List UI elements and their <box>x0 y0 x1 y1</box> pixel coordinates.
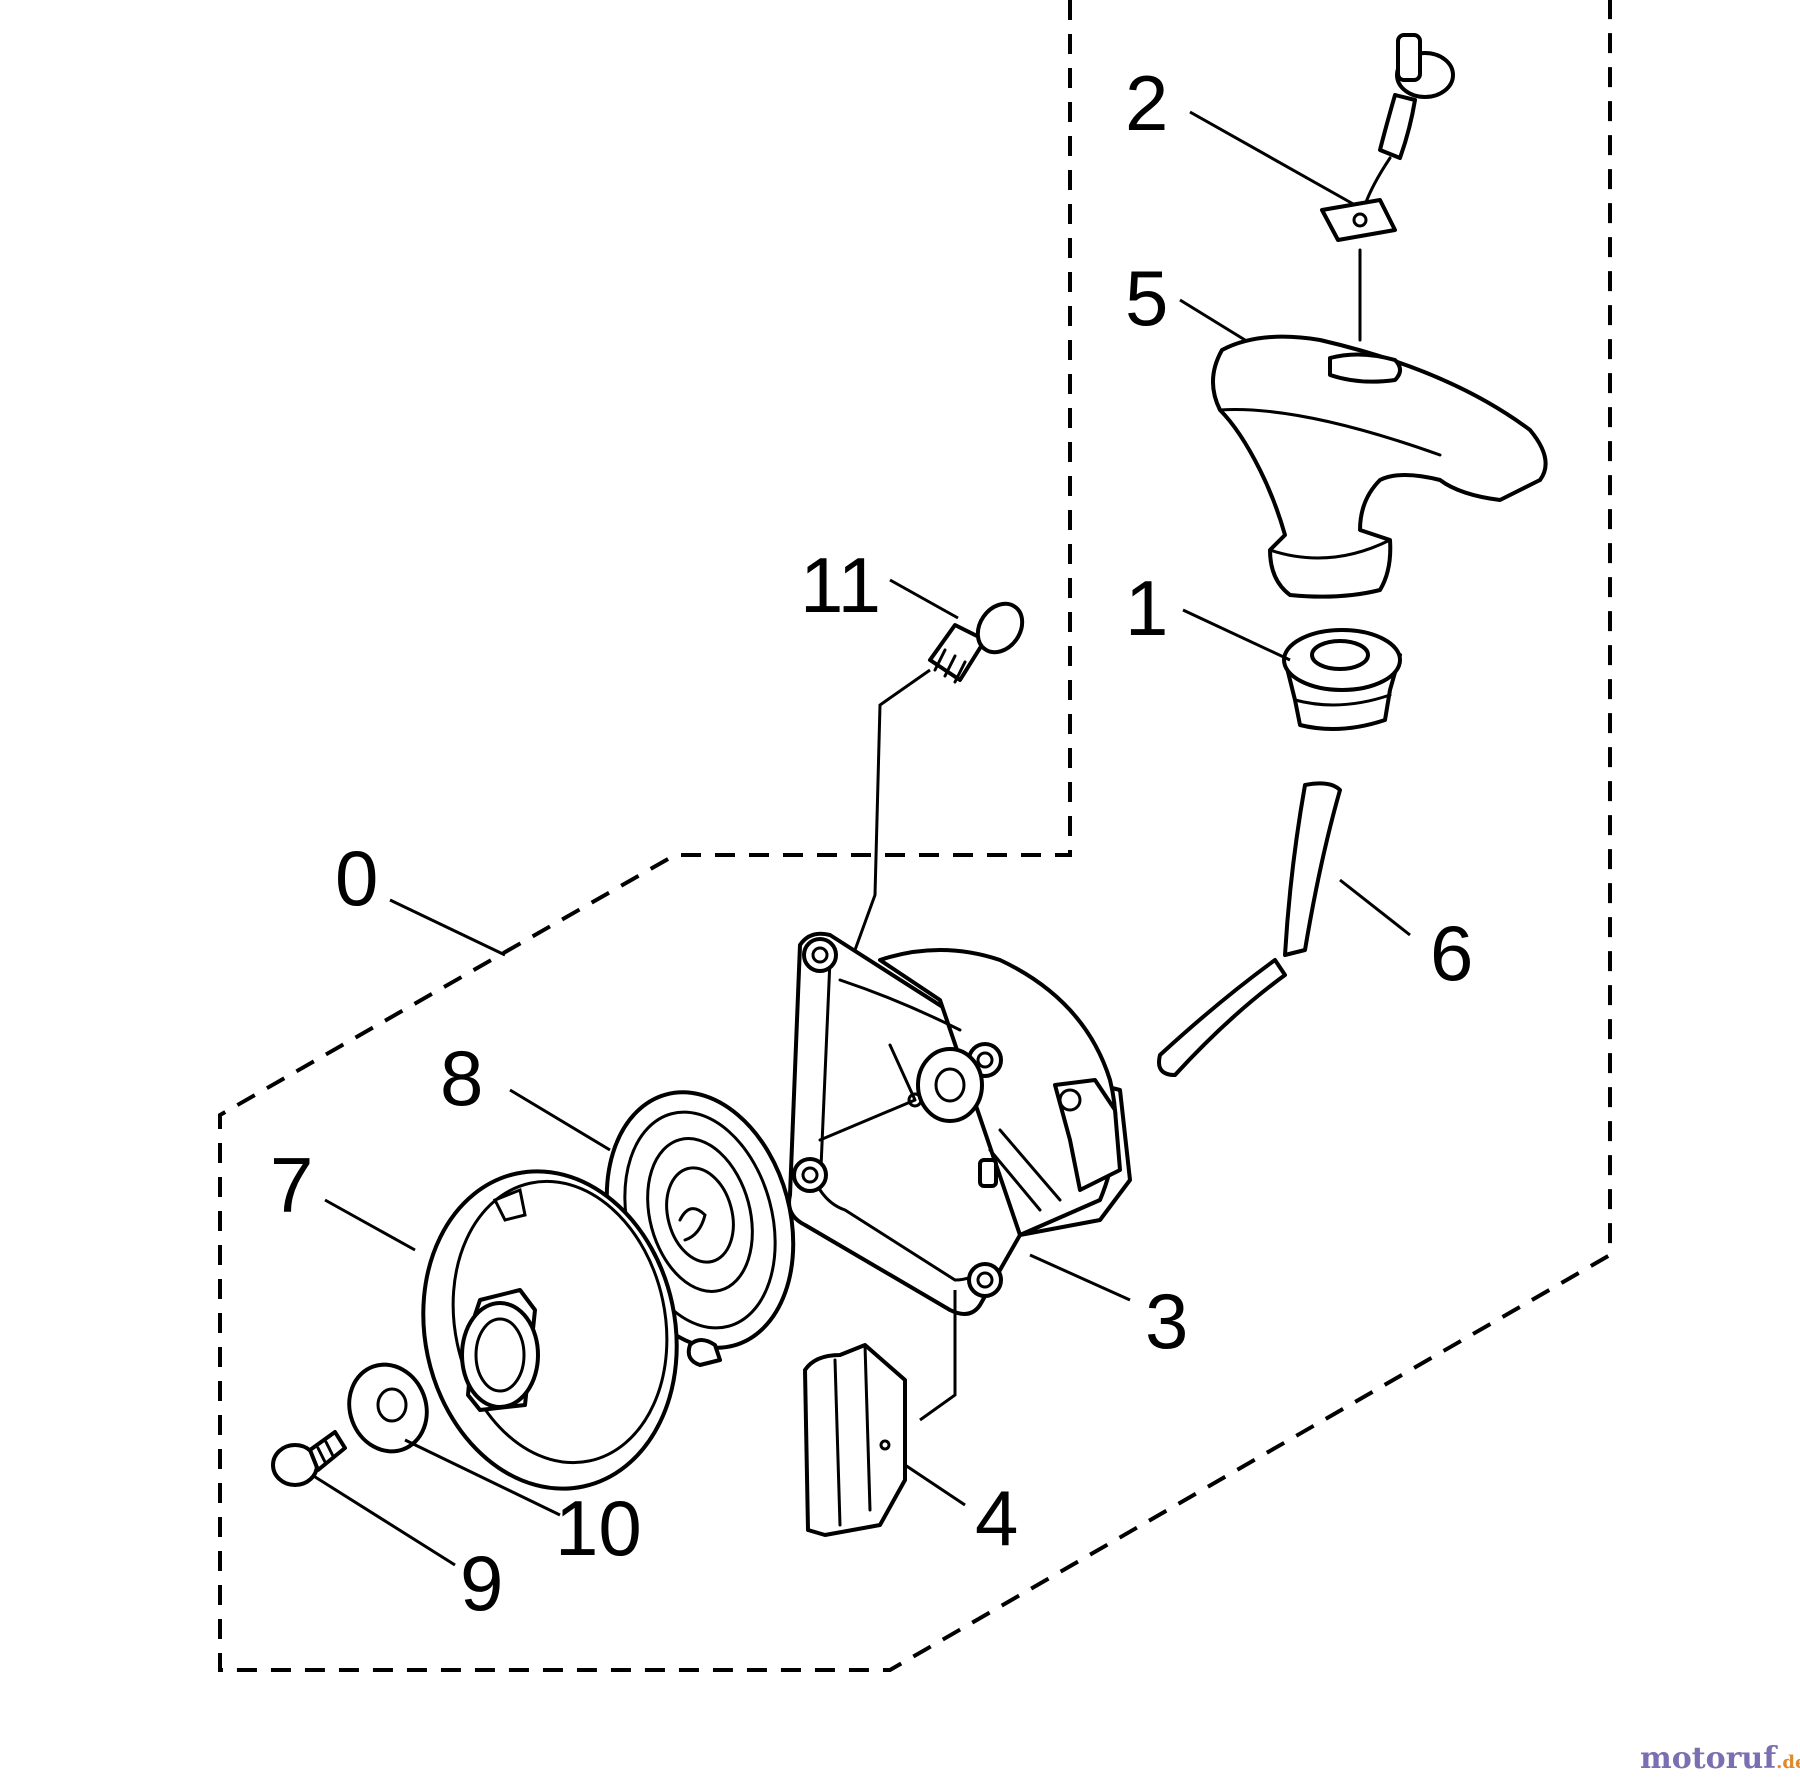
part-1-rope-guide-bushing <box>1282 628 1402 731</box>
part-10-washer <box>347 1362 429 1454</box>
callout-7: 7 <box>270 1141 313 1229</box>
part-11-screw <box>928 601 1025 684</box>
callout-10: 10 <box>555 1484 642 1572</box>
callout-9: 9 <box>460 1539 503 1627</box>
part-6-starter-rope <box>1157 781 1342 1077</box>
callout-5: 5 <box>1125 254 1168 342</box>
watermark-brand: motoruf <box>1640 1741 1778 1776</box>
callout-8: 8 <box>440 1034 483 1122</box>
part-9-bolt <box>271 1430 347 1487</box>
callout-2: 2 <box>1125 59 1168 147</box>
part-7-rope-pulley <box>421 1169 679 1491</box>
callout-11: 11 <box>800 541 881 629</box>
callout-3: 3 <box>1145 1277 1188 1365</box>
leader-lines <box>311 110 1411 1567</box>
callout-0: 0 <box>335 834 378 922</box>
watermark-suffix: .de <box>1776 1752 1800 1773</box>
assembly-boundary <box>218 0 1612 1672</box>
part-5-starter-handle <box>1210 248 1548 599</box>
watermark: motoruf.de <box>1640 1741 1800 1776</box>
part-3-starter-housing <box>787 931 1132 1316</box>
callout-4: 4 <box>975 1474 1018 1562</box>
callout-1: 1 <box>1125 564 1168 652</box>
part-2-handle-pin <box>1320 33 1455 242</box>
callout-6: 6 <box>1430 909 1473 997</box>
part-4-pawl-plate <box>803 1343 907 1537</box>
